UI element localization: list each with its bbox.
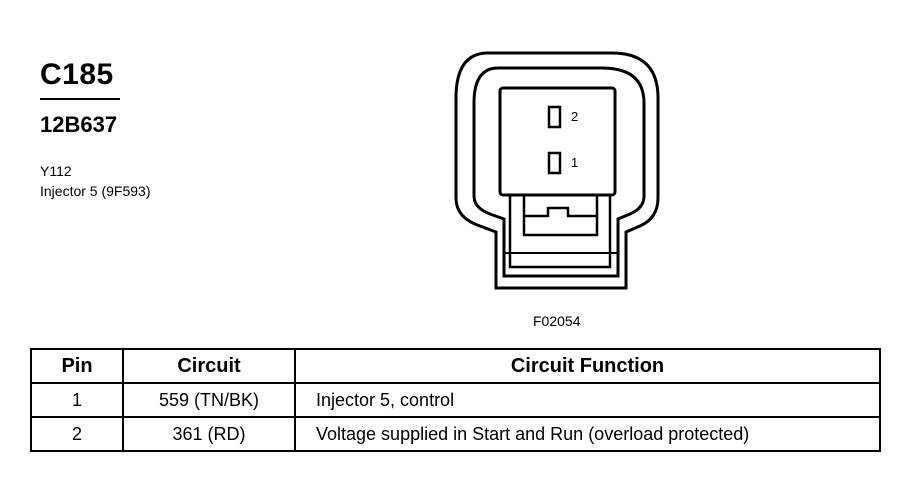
connector-description: Injector 5 (9F593) <box>40 183 151 199</box>
table-row: 2 361 (RD) Voltage supplied in Start and… <box>30 416 881 452</box>
pin-1-label: 1 <box>571 155 578 170</box>
pin-1-cavity <box>547 151 562 175</box>
table-header-row: Pin Circuit Circuit Function <box>30 348 881 384</box>
cell-circuit: 559 (TN/BK) <box>122 382 296 418</box>
connector-face-diagram: 2 1 <box>454 51 660 290</box>
lock-tab-frame <box>508 193 612 269</box>
part-number: 12B637 <box>40 112 118 137</box>
connector-id: C185 <box>40 58 114 91</box>
pin-2-cavity <box>547 105 562 129</box>
figure-id: F02054 <box>533 313 581 329</box>
lock-tab <box>522 195 599 237</box>
pin-2-label: 2 <box>571 109 578 124</box>
connector-inner-housing <box>472 66 646 278</box>
location-code: Y112 <box>40 163 72 179</box>
header-circuit: Circuit <box>122 348 296 384</box>
header-circuit-function: Circuit Function <box>294 348 881 384</box>
cell-pin: 1 <box>30 382 124 418</box>
header-pin: Pin <box>30 348 124 384</box>
pin-table: Pin Circuit Circuit Function 1 559 (TN/B… <box>30 348 881 452</box>
cell-circuit: 361 (RD) <box>122 416 296 452</box>
connector-id-underline <box>40 98 120 100</box>
cell-function: Injector 5, control <box>294 382 881 418</box>
table-row: 1 559 (TN/BK) Injector 5, control <box>30 382 881 418</box>
cell-pin: 2 <box>30 416 124 452</box>
pin-face <box>498 86 617 197</box>
cell-function: Voltage supplied in Start and Run (overl… <box>294 416 881 452</box>
connector-outer-housing <box>454 51 660 290</box>
